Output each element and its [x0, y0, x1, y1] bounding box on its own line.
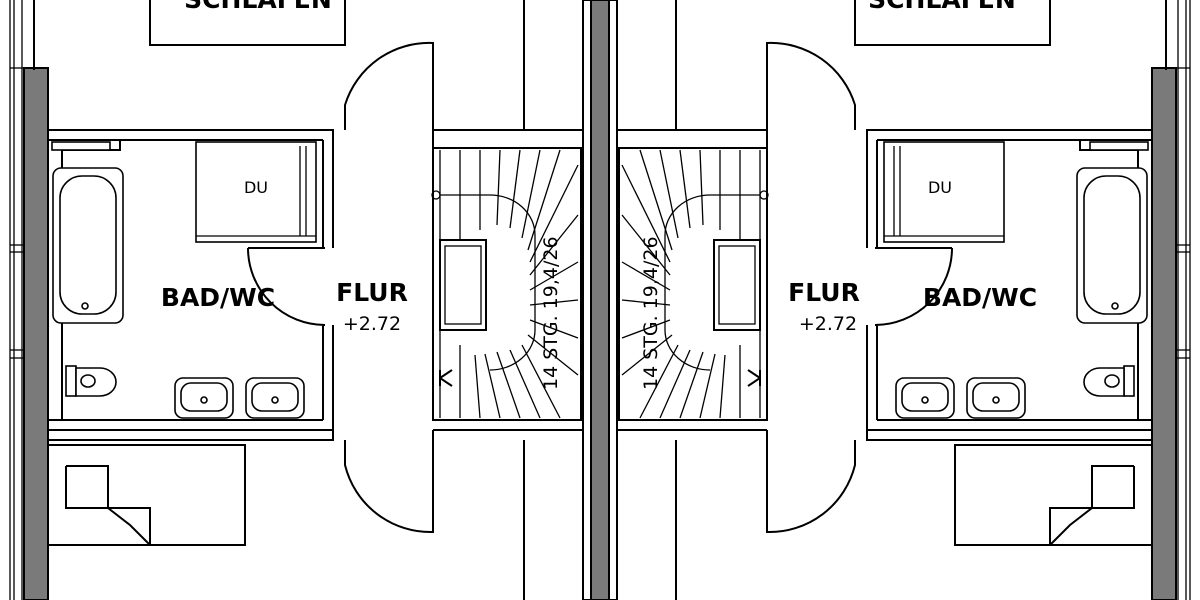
hallway-left: FLUR +2.72 — [336, 41, 434, 534]
left-unit: SCHLAFEN DU — [9, 0, 583, 600]
bedroom-top-right — [675, 0, 1051, 130]
room-label-bad-left: BAD/WC — [161, 283, 275, 312]
right-exterior-wall — [1151, 0, 1191, 600]
left-exterior-wall — [9, 0, 49, 600]
right-unit: SCHLAFEN DU BAD/WC FLUR +2.72 14 STG. 19… — [617, 0, 1191, 600]
toilet-left — [65, 365, 117, 397]
shower-right — [883, 141, 1005, 243]
room-label-flur-right: FLUR — [788, 278, 860, 307]
bedroom-bottom-right — [675, 440, 1153, 600]
stair-treads-left — [439, 149, 579, 419]
bedroom-bottom-left — [47, 440, 525, 600]
stair-label-left: 14 STG. 19,4/26 — [540, 236, 562, 390]
bedroom-top-left: SCHLAFEN — [33, 0, 525, 130]
room-label-bad-right: BAD/WC — [923, 283, 1037, 312]
stair-label-right: 14 STG. 19,4/26 — [640, 236, 662, 390]
toilet-right — [1083, 365, 1135, 397]
staircase-left: 14 STG. 19,4/26 — [431, 129, 583, 440]
room-label-schlafen-left: SCHLAFEN — [184, 0, 332, 14]
bathtub-right — [1076, 167, 1148, 324]
level-label-right: +2.72 — [799, 313, 857, 335]
washbasins-right — [895, 377, 1026, 419]
level-label-left: +2.72 — [343, 313, 401, 335]
bathroom-door-right — [874, 247, 953, 326]
room-label-schlafen-right: SCHLAFEN — [868, 0, 1016, 14]
room-label-flur-left: FLUR — [336, 278, 408, 307]
washbasins-left — [174, 377, 305, 419]
shower-label-left: DU — [244, 178, 268, 197]
shower-label-right: DU — [928, 178, 952, 197]
party-wall — [582, 0, 618, 600]
bathroom-door-left — [247, 247, 326, 326]
hallway-right — [766, 41, 856, 534]
bathtub-left — [52, 167, 124, 324]
shower-left: DU — [195, 141, 317, 243]
staircase-right — [617, 129, 769, 440]
